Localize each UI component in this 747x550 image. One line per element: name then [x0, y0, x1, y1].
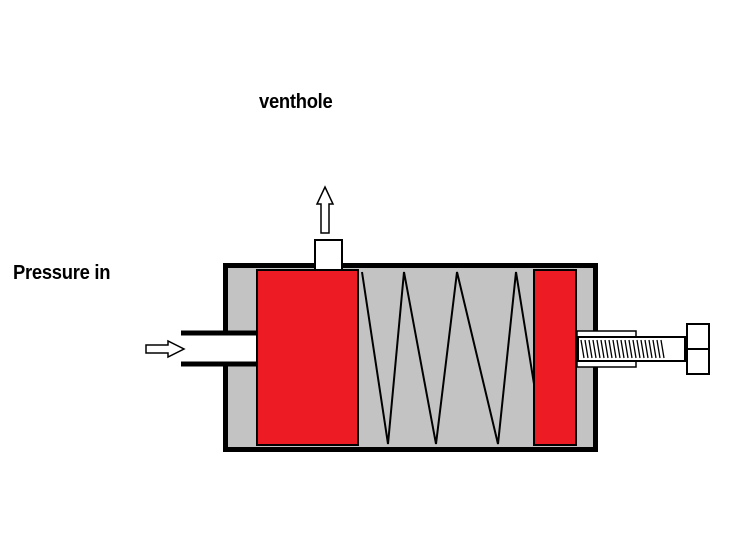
vent-port: [314, 239, 343, 269]
screw-thread-line: [632, 339, 637, 359]
screw-thread-line: [588, 339, 593, 359]
screw-thread-line: [660, 339, 665, 359]
screw-thread-line: [620, 339, 625, 359]
screw-thread-line: [580, 339, 585, 359]
compression-spring: [361, 271, 535, 445]
screw-threads: [580, 339, 665, 359]
vent-arrow-icon: [315, 185, 335, 234]
screw-thread-line: [644, 339, 649, 359]
screw-thread-line: [656, 339, 661, 359]
inlet-pipe: [181, 333, 258, 364]
main-piston: [256, 269, 359, 446]
screw-thread-line: [612, 339, 617, 359]
screw-thread-line: [628, 339, 633, 359]
screw-thread-line: [600, 339, 605, 359]
pressure-in-label: Pressure in: [13, 262, 111, 284]
screw-thread-line: [592, 339, 597, 359]
pressure-in-arrow-icon: [145, 339, 186, 359]
screw-thread-line: [604, 339, 609, 359]
screw-thread-line: [616, 339, 621, 359]
screw-thread-line: [624, 339, 629, 359]
screw-thread-line: [596, 339, 601, 359]
screw-thread-line: [648, 339, 653, 359]
screw-thread-line: [652, 339, 657, 359]
screw-thread-line: [636, 339, 641, 359]
screw-thread-line: [608, 339, 613, 359]
screw-thread-line: [640, 339, 645, 359]
adjuster-piston: [533, 269, 577, 446]
venthole-label: venthole: [259, 91, 333, 113]
screw-thread-line: [584, 339, 589, 359]
